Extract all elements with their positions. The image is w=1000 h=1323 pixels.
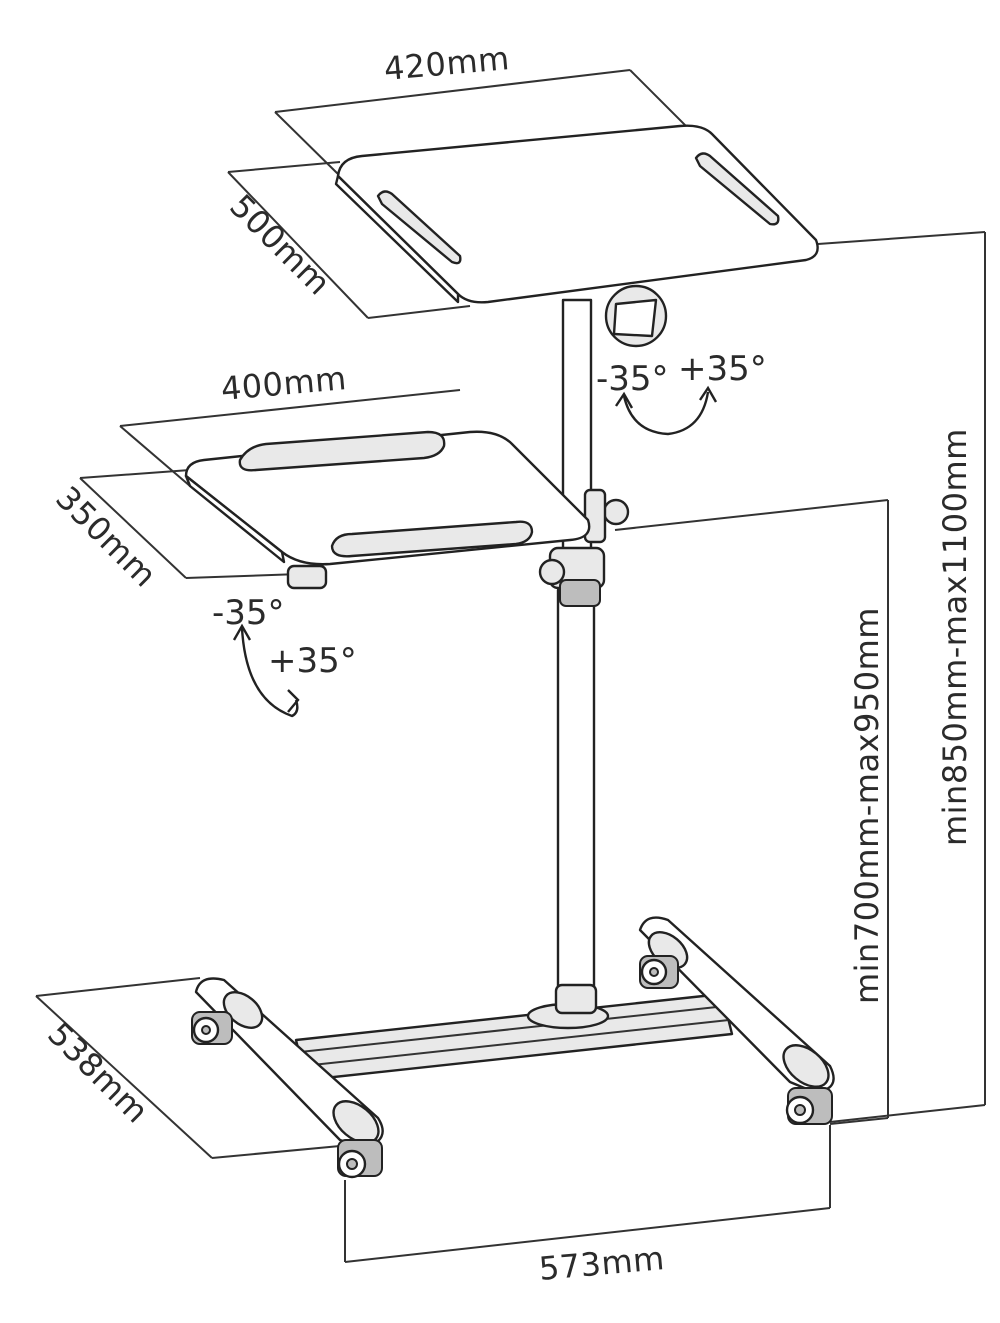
side-tilt-plus-label: +35° [268, 641, 357, 681]
base-width-label: 573mm [537, 1239, 666, 1288]
side-tray-tilt-arrow [232, 623, 300, 718]
side-tray-width-label: 400mm [219, 359, 348, 408]
side-tray-depth-label: 350mm [48, 479, 164, 595]
base-frame [194, 916, 835, 1150]
side-tilt-minus-label: -35° [212, 593, 285, 633]
top-tray-width-label: 420mm [382, 39, 511, 88]
top-laptop-tray [334, 124, 819, 304]
caster-wheel-back-left [191, 1011, 233, 1045]
center-column [526, 284, 668, 1030]
top-tilt-plus-label: +35° [678, 349, 767, 389]
top-tilt-minus-label: -35° [596, 359, 669, 399]
caster-wheel-back-right [639, 955, 679, 989]
side-mouse-tray [184, 430, 591, 590]
caster-wheel-front-right [785, 1087, 833, 1125]
top-tray-depth-label: 500mm [222, 187, 338, 303]
base-depth-label: 538mm [40, 1015, 156, 1131]
dimension-lines [35, 69, 986, 1263]
top-tray-height-label: min850mm-max1100mm [936, 428, 974, 846]
side-tray-height-label: min700mm-max950mm [848, 607, 886, 1004]
caster-wheel-front-left [337, 1139, 383, 1179]
top-tray-tilt-arrow [615, 385, 718, 436]
angle-labels: -35° +35° -35° +35° [212, 349, 767, 681]
